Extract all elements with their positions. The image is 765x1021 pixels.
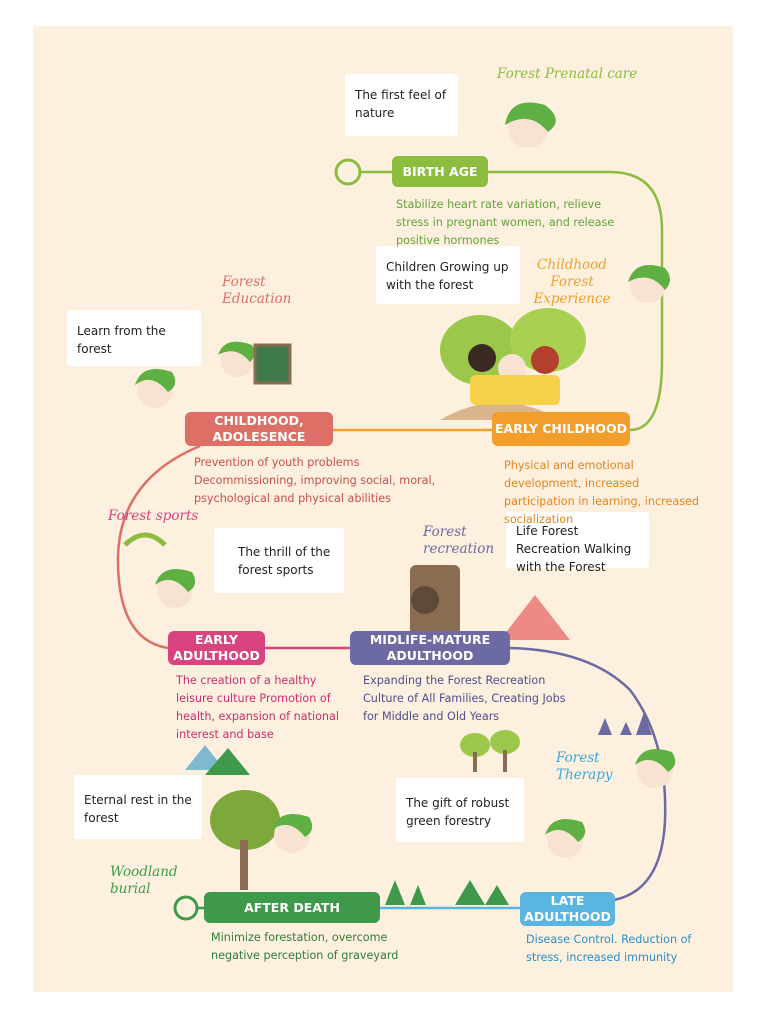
bubble-midlife: Life Forest Recreation Walking with the …	[506, 512, 649, 574]
tagline-midlife: Forest recreation	[423, 524, 495, 557]
desc-late-adulthood: Disease Control. Reduction of stress, in…	[526, 933, 692, 964]
tagline-late-adulthood: Forest Therapy	[556, 750, 613, 783]
desc-childhood: Prevention of youth problems Decommissio…	[194, 456, 436, 505]
tagline-after-death: Woodland burial	[110, 864, 178, 897]
desc-after-death: Minimize forestation, overcome negative …	[211, 931, 399, 962]
desc-midlife: Expanding the Forest Recreation Culture …	[363, 674, 566, 723]
desc-early-childhood: Physical and emotional development, incr…	[504, 459, 700, 526]
bubble-after-death: Eternal rest in the forest	[74, 775, 202, 839]
bubble-childhood: Learn from the forest	[67, 310, 201, 366]
bubble-early-childhood: Children Growing up with the forest	[376, 246, 520, 304]
tagline-early-childhood: Childhood Forest Experience	[533, 257, 611, 307]
bubble-early-adulthood: The thrill of the forest sports	[214, 528, 344, 593]
desc-early-adulthood: The creation of a healthy leisure cultur…	[176, 674, 339, 741]
stage-midlife: MIDLIFE-MATURE ADULTHOOD	[350, 631, 510, 665]
stage-birth: BIRTH AGE	[392, 156, 488, 187]
tagline-birth: Forest Prenatal care	[497, 66, 638, 82]
stage-early-adulthood: EARLY ADULTHOOD	[168, 631, 265, 665]
bubble-birth: The first feel of nature	[345, 74, 458, 136]
tagline-childhood: Forest Education	[222, 274, 292, 307]
tagline-early-adulthood: Forest sports	[108, 508, 199, 524]
stage-childhood: CHILDHOOD, ADOLESENCE	[185, 412, 333, 446]
bubble-late-adulthood: The gift of robust green forestry	[396, 778, 524, 842]
stage-early-childhood: EARLY CHILDHOOD	[492, 412, 630, 446]
desc-birth: Stabilize heart rate variation, relieve …	[396, 198, 615, 247]
stage-after-death: AFTER DEATH	[204, 892, 380, 923]
stage-late-adulthood: LATE ADULTHOOD	[520, 892, 615, 926]
